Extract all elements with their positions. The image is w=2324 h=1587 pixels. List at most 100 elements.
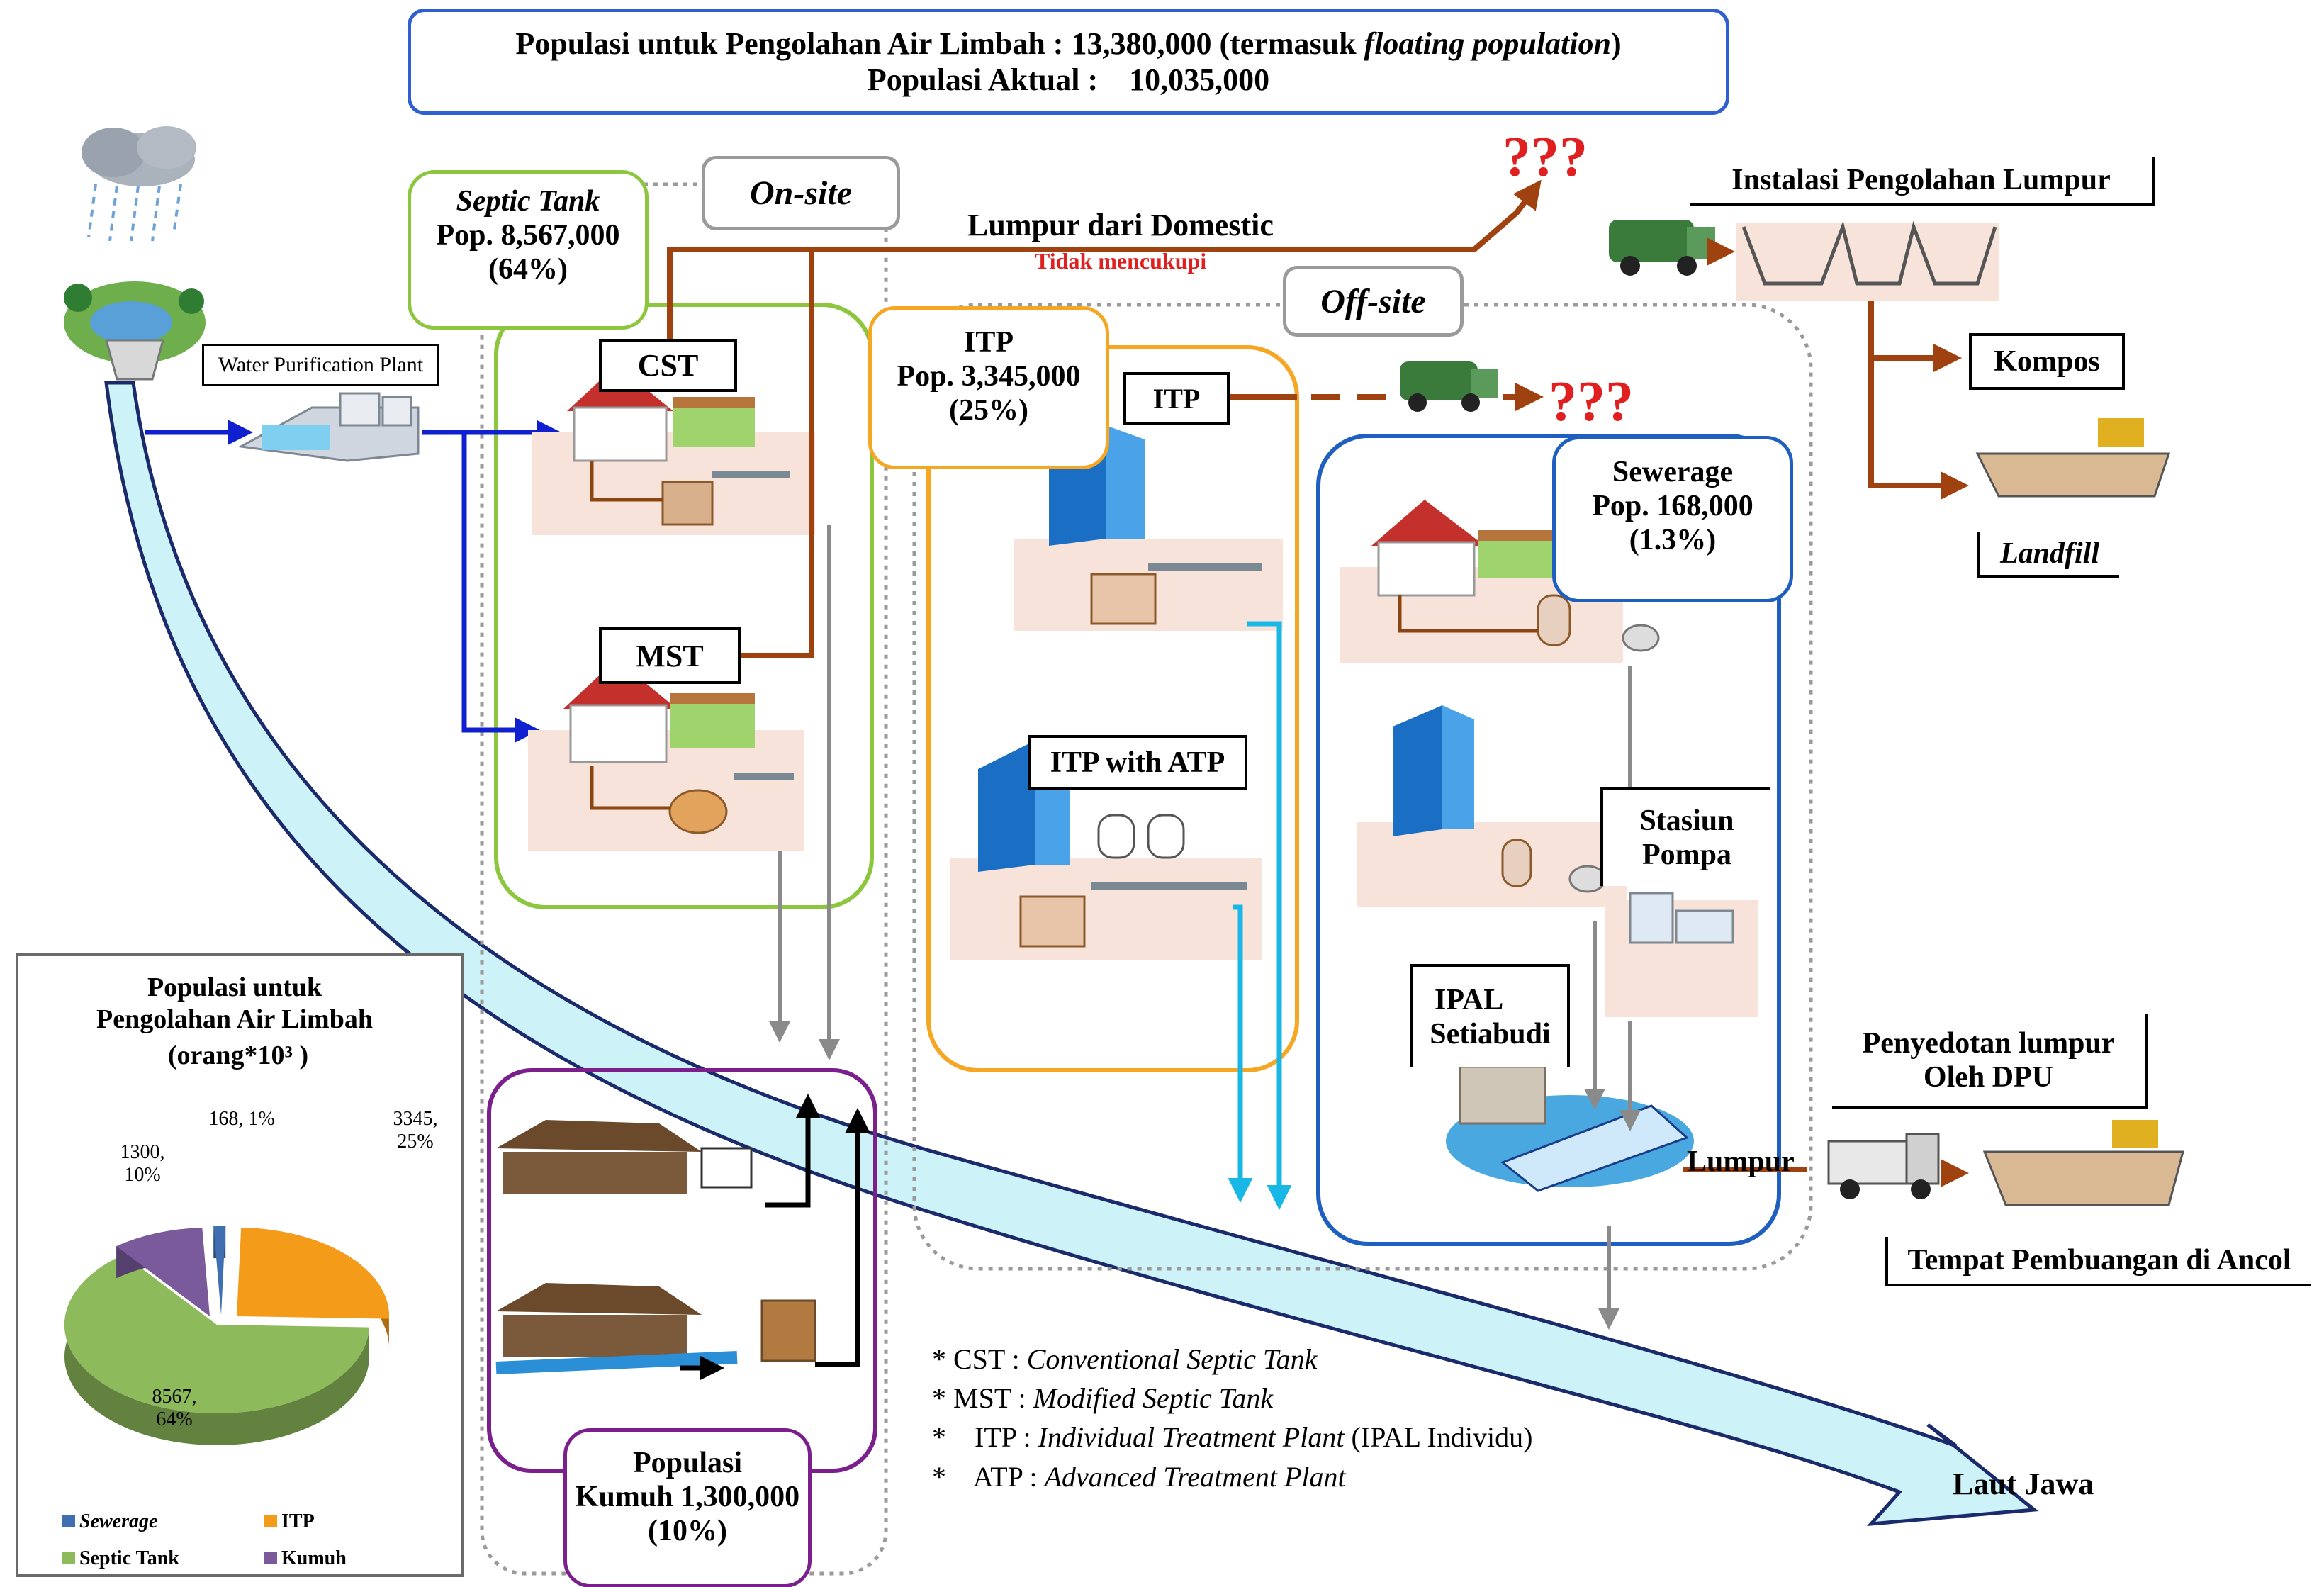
pompa-text: Pompa bbox=[1642, 839, 1731, 871]
itp-small-label: ITP bbox=[1123, 372, 1230, 425]
pump-station-icon bbox=[1605, 892, 1758, 1017]
cst-label: CST bbox=[599, 339, 737, 392]
kumuh-line3: (10%) bbox=[648, 1515, 727, 1547]
pie-chart-panel: Populasi untuk Pengolahan Air Limbah (or… bbox=[16, 953, 464, 1577]
header-line1-suffix: ) bbox=[1610, 26, 1622, 61]
landfill-label: Landfill bbox=[1977, 532, 2119, 578]
water-plant-label: Water Purification Plant bbox=[202, 344, 439, 386]
note-italic: Individual Treatment Plant bbox=[1038, 1421, 1345, 1454]
stasiun-text: Stasiun bbox=[1639, 804, 1734, 837]
offsite-label: Off-site bbox=[1283, 266, 1464, 337]
itp-pop: Pop. 3,345,000 bbox=[897, 360, 1081, 393]
legend-swatch-sewerage bbox=[62, 1515, 75, 1527]
ipal-setiabudi-label: IPAL Setiabudi bbox=[1410, 964, 1570, 1067]
ipal-setiabudi-icon bbox=[1446, 1065, 1694, 1192]
building-sewerage-icon bbox=[1357, 705, 1627, 907]
pie-slice-kumuh bbox=[116, 1228, 210, 1316]
rain-cloud-icon bbox=[82, 126, 196, 242]
onsite-label: On-site bbox=[702, 156, 900, 230]
chart-title: Populasi untuk Pengolahan Air Limbah bbox=[96, 972, 373, 1034]
lumpur-domestic-label: Lumpur dari Domestic bbox=[967, 208, 1274, 242]
legend-swatch-kumuh bbox=[264, 1552, 277, 1564]
kumuh-houses-icon bbox=[495, 1120, 816, 1374]
kumuh-line1: Populasi bbox=[632, 1447, 743, 1479]
legend-swatch-itp bbox=[264, 1515, 277, 1527]
ancol-landfill-icon bbox=[1982, 1120, 2184, 1206]
kumuh-label: Populasi Kumuh 1,300,000 (10%) bbox=[563, 1428, 812, 1587]
legend-swatch-septic-tank bbox=[62, 1552, 75, 1564]
legend-label-kumuh: Kumuh bbox=[281, 1547, 347, 1569]
itp-effluent-lines bbox=[1228, 621, 1292, 1210]
note-prefix: * CST : bbox=[932, 1343, 1027, 1375]
house-mst-icon bbox=[528, 659, 804, 851]
note-suffix: (IPAL Individu) bbox=[1344, 1421, 1533, 1454]
header-line1-prefix: Populasi untuk Pengolahan Air Limbah : 1… bbox=[515, 26, 1357, 61]
tidak-mencukupi-label: Tidak mencukupi bbox=[1035, 248, 1207, 274]
note-cst: * CST : Conventional Septic Tank bbox=[932, 1340, 1532, 1379]
setiabudi-text: Setiabudi bbox=[1430, 1017, 1551, 1050]
header-line1-italic: floating population bbox=[1364, 26, 1611, 61]
legend-label-itp: ITP bbox=[281, 1510, 315, 1532]
septic-tank-label: Septic Tank Pop. 8,567,000 (64%) bbox=[408, 170, 649, 330]
unknown-qmarks-top: ??? bbox=[1503, 126, 1588, 189]
note-prefix: * ITP : bbox=[932, 1421, 1038, 1454]
grey-flow-lines bbox=[769, 525, 1641, 1330]
itp-label: ITP Pop. 3,345,000 (25%) bbox=[868, 306, 1109, 469]
ancol-label: Tempat Pembuangan di Ancol bbox=[1885, 1237, 2311, 1286]
truck-icon-itp bbox=[1400, 361, 1498, 412]
kompos-label: Kompos bbox=[1969, 333, 2125, 390]
itp-atp-label: ITP with ATP bbox=[1028, 735, 1247, 790]
note-prefix: * ATP : bbox=[932, 1460, 1045, 1493]
lumpur-label: Lumpur bbox=[1687, 1145, 1795, 1178]
header-box: Populasi untuk Pengolahan Air Limbah : 1… bbox=[408, 9, 1729, 115]
sludge-plant-label: Instalasi Pengolahan Lumpur bbox=[1690, 157, 2155, 206]
ipal-text: IPAL bbox=[1435, 983, 1504, 1016]
note-itp: * ITP : Individual Treatment Plant (IPAL… bbox=[932, 1418, 1532, 1457]
itp-pct: (25%) bbox=[949, 394, 1028, 427]
abbreviation-notes: * CST : Conventional Septic Tank * MST :… bbox=[932, 1340, 1532, 1496]
itp-frame bbox=[926, 345, 1299, 1072]
header-line1: Populasi untuk Pengolahan Air Limbah : 1… bbox=[515, 26, 1621, 62]
note-italic: Advanced Treatment Plant bbox=[1044, 1460, 1346, 1493]
itp-title: ITP bbox=[963, 326, 1014, 359]
kumuh-flow-arrows bbox=[680, 1094, 870, 1381]
house-sewerage-icon bbox=[1340, 500, 1660, 663]
sewerage-pct: (1.3%) bbox=[1629, 524, 1717, 556]
penyedotan-text: Penyedotan lumpur bbox=[1862, 1026, 2115, 1060]
pie-label-sewerage: 168, 1% bbox=[208, 1108, 274, 1130]
note-atp: * ATP : Advanced Treatment Plant bbox=[932, 1457, 1532, 1496]
sludge-flow-lines bbox=[667, 179, 1969, 1187]
sewerage-label: Sewerage Pop. 168,000 (1.3%) bbox=[1552, 436, 1793, 602]
sewerage-pop: Pop. 168,000 bbox=[1592, 490, 1753, 522]
septic-frame bbox=[494, 303, 874, 909]
building-itp-atp-icon bbox=[950, 741, 1262, 960]
reservoir-dam-icon bbox=[64, 281, 206, 381]
pie-label-kumuh: 1300,10% bbox=[120, 1141, 165, 1186]
sewerage-title: Sewerage bbox=[1612, 456, 1734, 488]
chart-subtitle: (orang*10³ ) bbox=[167, 1041, 309, 1070]
pie-slice-sewerage bbox=[213, 1226, 226, 1315]
note-prefix: * MST : bbox=[932, 1382, 1033, 1415]
pump-station-label: Stasiun Pompa bbox=[1600, 787, 1770, 886]
septic-pct: (64%) bbox=[488, 253, 568, 286]
truck-icon-dpu bbox=[1827, 1133, 1940, 1199]
header-line2: Populasi Aktual : 10,035,000 bbox=[867, 62, 1270, 97]
sludge-plant-basins bbox=[1736, 220, 1999, 301]
sewerage-frame bbox=[1316, 434, 1781, 1246]
unknown-qmarks-itp: ??? bbox=[1549, 371, 1634, 433]
note-mst: * MST : Modified Septic Tank bbox=[932, 1379, 1532, 1418]
note-italic: Modified Septic Tank bbox=[1033, 1382, 1274, 1415]
pie-slice-itp bbox=[237, 1228, 389, 1319]
septic-pop: Pop. 8,567,000 bbox=[436, 219, 620, 252]
house-cst-icon bbox=[532, 365, 815, 535]
pie-label-itp: 3345,25% bbox=[393, 1108, 438, 1153]
septic-title: Septic Tank bbox=[456, 185, 600, 218]
penyedotan-label: Penyedotan lumpur Oleh DPU bbox=[1832, 1014, 2148, 1109]
sea-label: Laut Jawa bbox=[1953, 1467, 2094, 1501]
kumuh-line2: Kumuh 1,300,000 bbox=[575, 1481, 800, 1513]
pie-slice-septic-tank bbox=[64, 1255, 369, 1413]
pie-label-septic-tank: 8567,64% bbox=[152, 1386, 197, 1430]
dpu-text: Oleh DPU bbox=[1923, 1060, 2054, 1094]
